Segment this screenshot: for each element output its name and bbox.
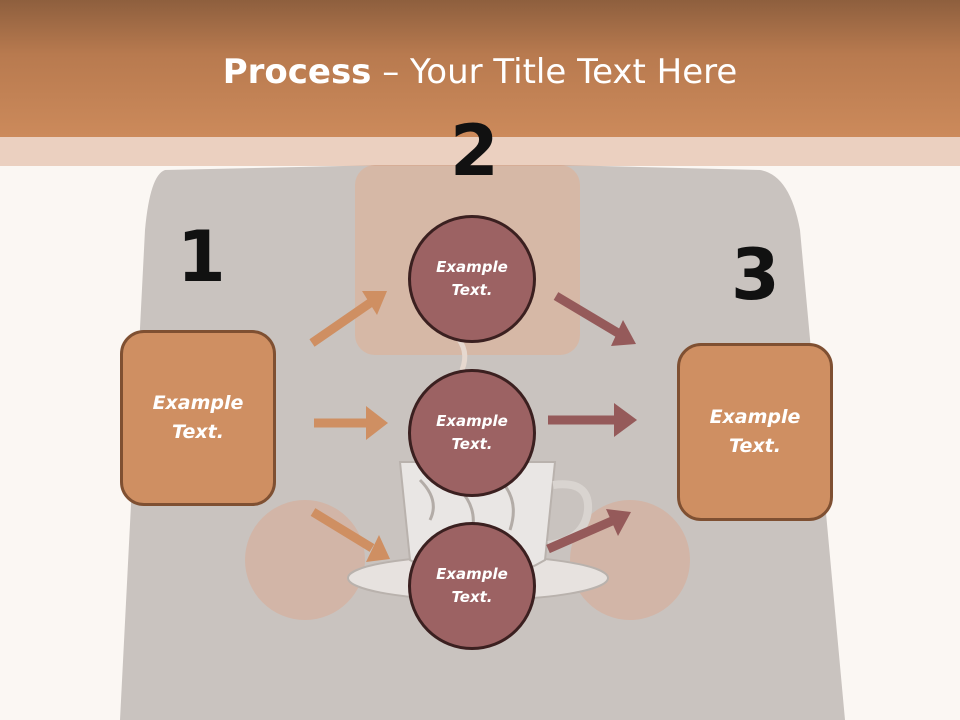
arrow-from-circle-bottom	[546, 509, 631, 554]
circle-top: Example Text.	[408, 215, 536, 343]
step-number-3: 3	[731, 234, 780, 316]
title-bar	[0, 0, 960, 137]
arrow-to-circle-bottom	[310, 508, 390, 562]
arrow-to-circle-top	[309, 291, 387, 347]
circle-middle: Example Text.	[408, 369, 536, 497]
circle-bottom: Example Text.	[408, 522, 536, 650]
arrow-to-circle-middle	[314, 406, 388, 440]
step-1-box: Example Text.	[120, 330, 276, 506]
slide-title: Process – Your Title Text Here	[0, 52, 960, 92]
arrow-from-circle-top	[553, 292, 636, 346]
arrow-from-circle-middle	[548, 403, 637, 437]
title-bold: Process	[222, 52, 372, 92]
title-bar-band	[0, 137, 960, 166]
step-3-box: Example Text.	[677, 343, 833, 521]
step-number-2: 2	[450, 110, 499, 192]
step-number-1: 1	[177, 216, 226, 298]
title-rest: – Your Title Text Here	[371, 52, 738, 92]
